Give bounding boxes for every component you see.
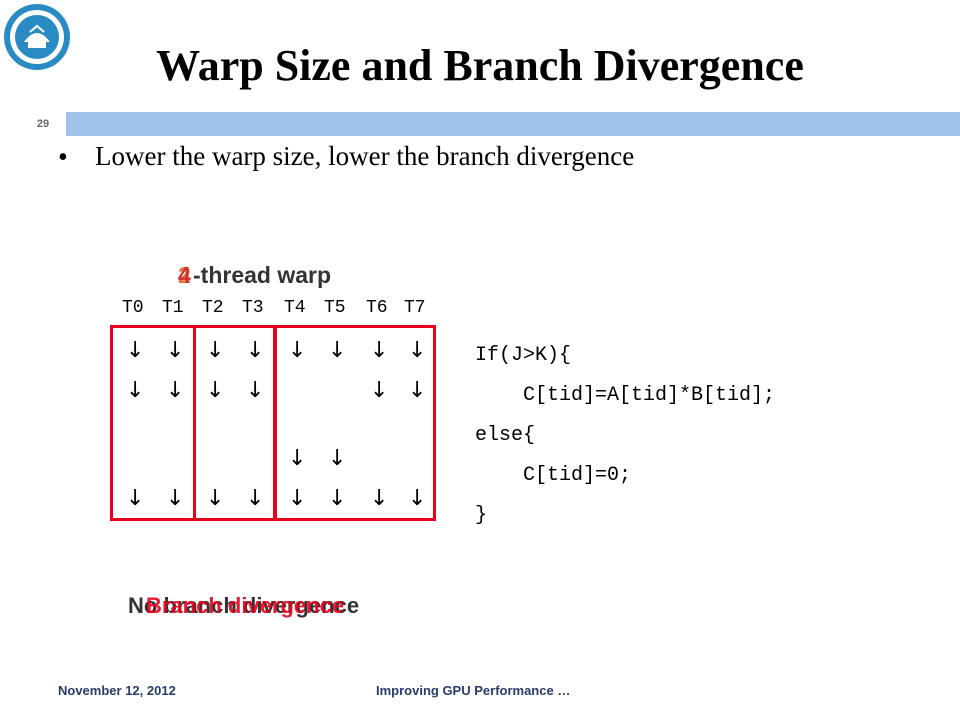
code-line: C[tid]=0;: [475, 464, 632, 487]
warp-digit: 4: [178, 262, 191, 288]
thread-arrow: ↓: [328, 486, 347, 511]
thread-arrow: ↓: [328, 338, 347, 363]
thread-arrow: ↓: [206, 338, 225, 363]
title-accent-bar: [66, 112, 960, 136]
footer-date: November 12, 2012: [58, 683, 176, 698]
footer-title: Improving GPU Performance …: [376, 683, 571, 698]
code-line: If(J>K){: [475, 344, 572, 367]
thread-arrow: ↓: [246, 486, 265, 511]
thread-arrow: ↓: [288, 338, 307, 363]
thread-arrow: ↓: [166, 378, 185, 403]
divergence-label: Branch divergence: [146, 593, 345, 618]
bullet-marker: •: [58, 142, 68, 173]
thread-arrow: ↓: [206, 486, 225, 511]
code-line: C[tid]=A[tid]*B[tid];: [475, 384, 776, 407]
thread-label: T6: [366, 298, 388, 318]
thread-arrow: ↓: [288, 486, 307, 511]
bullet-text: Lower the warp size, lower the branch di…: [95, 141, 635, 171]
slide-number: 29: [36, 118, 50, 130]
university-logo: [4, 4, 70, 70]
thread-arrow: ↓: [408, 338, 427, 363]
thread-label: T2: [202, 298, 224, 318]
thread-arrow: ↓: [166, 338, 185, 363]
thread-arrow: ↓: [246, 378, 265, 403]
thread-arrow: ↓: [246, 338, 265, 363]
no-divergence-label: No branch divergence: [128, 593, 360, 618]
thread-arrow: ↓: [370, 338, 389, 363]
thread-label: T3: [242, 298, 264, 318]
thread-label: T7: [404, 298, 426, 318]
code-line: }: [475, 504, 488, 527]
thread-label: T5: [324, 298, 346, 318]
code-line: else{: [475, 424, 536, 447]
thread-arrow: ↓: [408, 486, 427, 511]
warp-box: [274, 325, 436, 521]
warp-digit: 4: [178, 262, 191, 288]
thread-label: T1: [162, 298, 184, 318]
thread-label: T0: [122, 298, 144, 318]
thread-arrow: ↓: [126, 338, 145, 363]
thread-arrow: ↓: [166, 486, 185, 511]
divergence-result: No branch divergence Branch divergence: [128, 593, 418, 623]
thread-arrow: ↓: [288, 446, 307, 471]
code-block: If(J>K){ C[tid]=A[tid]*B[tid]; else{ C[ti…: [475, 336, 775, 536]
thread-arrow: ↓: [370, 486, 389, 511]
thread-label: T4: [284, 298, 306, 318]
warp-label-text: -thread warp: [193, 262, 332, 288]
slide-title: Warp Size and Branch Divergence: [156, 41, 804, 90]
thread-arrow: ↓: [126, 378, 145, 403]
thread-arrow: ↓: [126, 486, 145, 511]
thread-arrow: ↓: [370, 378, 389, 403]
thread-arrow: ↓: [408, 378, 427, 403]
thread-arrow: ↓: [206, 378, 225, 403]
thread-arrow: ↓: [328, 446, 347, 471]
warp-digit: 2: [178, 262, 191, 288]
